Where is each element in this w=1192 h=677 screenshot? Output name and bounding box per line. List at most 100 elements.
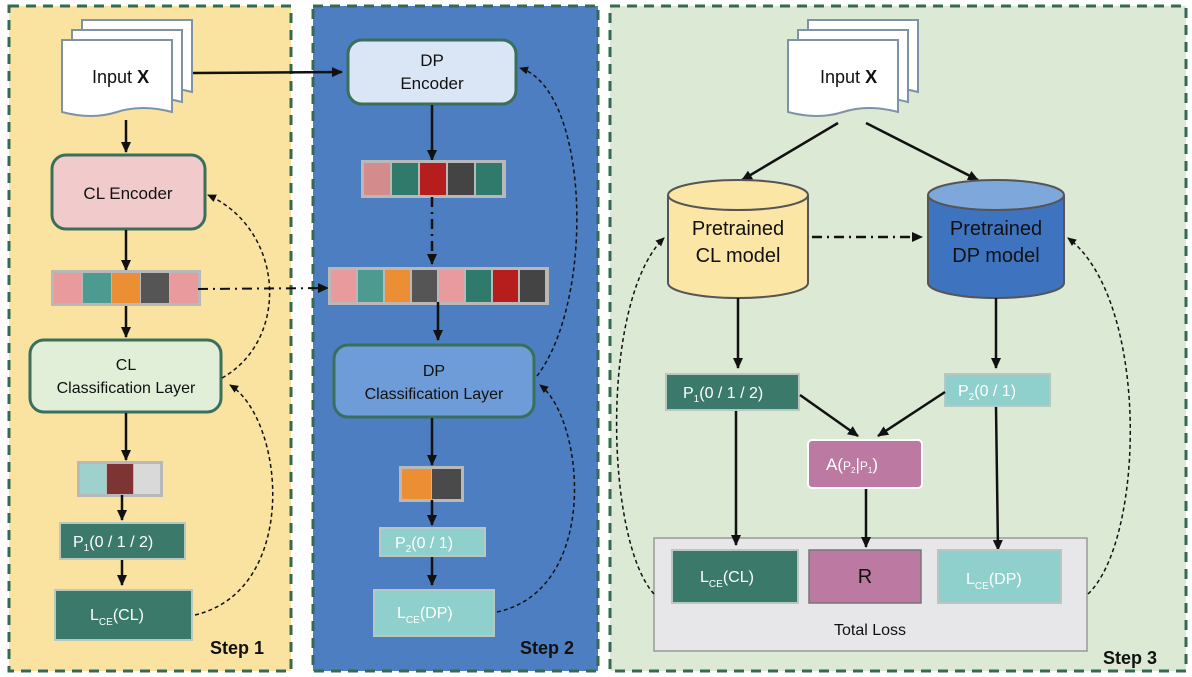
step2-label: Step 2	[520, 638, 574, 658]
step2-loss-l: L	[397, 605, 406, 622]
svg-text:Input X: Input X	[820, 67, 877, 87]
step2-loss-rest: (DP)	[420, 605, 453, 622]
step2-pred-sub: 2	[406, 544, 412, 555]
input-to-dp-encoder-arrow	[192, 67, 343, 78]
pretrained-cl-line2: CL model	[696, 245, 781, 267]
step1-pred-rest: (0 / 1 / 2)	[89, 534, 153, 551]
step1-loss-box	[54, 589, 193, 641]
step1-loss-rest: (CL)	[113, 607, 144, 624]
embedding-cell	[358, 270, 383, 302]
step3-input-var: X	[865, 67, 877, 87]
total-loss-label: Total Loss	[834, 622, 906, 639]
svg-text:LCE(DP): LCE(DP)	[966, 571, 1022, 592]
embedding-cell	[412, 270, 437, 302]
step1-feedback-arrow-encoder	[207, 194, 271, 379]
cl-encoder-label: CL Encoder	[83, 184, 172, 203]
step2-pred-rest: (0 / 1)	[411, 535, 453, 552]
step3-loss-dp-box	[937, 549, 1062, 604]
step3-p2-sub: 2	[969, 392, 975, 403]
step2-loss-box	[373, 589, 495, 637]
step1-pred-sub: 1	[84, 543, 90, 554]
dp-classification-layer-node	[332, 343, 536, 419]
step3-label: Step 3	[1103, 648, 1157, 668]
embedding-cell	[392, 163, 418, 195]
svg-text:P2(0 / 1): P2(0 / 1)	[395, 535, 453, 555]
agree-a: A(	[826, 455, 843, 474]
step3-p2-rest: (0 / 1)	[974, 383, 1016, 400]
step1-input-var: X	[137, 67, 149, 87]
cl-encoder-node	[50, 153, 207, 231]
svg-text:LCE(CL): LCE(CL)	[700, 569, 754, 590]
embedding-cell	[476, 163, 502, 195]
svg-text:A(P2|P1): A(P2|P1)	[826, 455, 878, 475]
step3-loss-cl-sub: CE	[709, 579, 723, 590]
step2-prediction-box	[379, 527, 486, 557]
embedding-cell	[112, 273, 140, 303]
step1-output-vector	[77, 461, 163, 497]
embedding-cell	[83, 273, 111, 303]
step3-loss-dp-sub: CE	[975, 581, 989, 592]
agreement-box	[807, 439, 923, 489]
cl-classification-line1: CL	[116, 357, 137, 374]
svg-text:LCE(CL): LCE(CL)	[90, 607, 144, 628]
step1-label: Step 1	[210, 638, 264, 658]
embedding-cell	[170, 273, 198, 303]
embedding-cell	[134, 464, 160, 494]
agree-sub1: 1	[868, 466, 873, 475]
svg-text:LCE(DP): LCE(DP)	[397, 605, 453, 626]
step1-input-label: Input	[92, 67, 132, 87]
embedding-cell	[80, 464, 106, 494]
step1-prediction-box	[59, 522, 186, 560]
embedding-cell	[432, 469, 461, 499]
agree-bar: |	[855, 455, 859, 474]
agree-p2: P	[843, 459, 851, 473]
step3-p2-p: P	[958, 383, 969, 400]
embedding-cell	[448, 163, 474, 195]
step3-input-label: Input	[820, 67, 860, 87]
step3-p1-box	[665, 373, 800, 411]
dp-classification-line2: Classification Layer	[365, 386, 504, 403]
step3-loss-cl-box	[671, 549, 799, 604]
step3-loss-dp-rest: (DP)	[989, 571, 1022, 588]
step2-pred-p: P	[395, 535, 406, 552]
embedding-cell	[493, 270, 518, 302]
embedding-cell	[364, 163, 390, 195]
pretrained-cl-model-cylinder	[667, 179, 809, 299]
svg-text:P1(0 / 1 / 2): P1(0 / 1 / 2)	[73, 534, 153, 554]
step1-input-document: Input X	[61, 19, 193, 117]
embedding-cell	[331, 270, 356, 302]
step1-feedback-arrow	[194, 384, 274, 616]
embedding-cell	[385, 270, 410, 302]
embedding-cell	[466, 270, 491, 302]
r-box	[808, 549, 922, 604]
dp-encoder-node	[346, 38, 518, 106]
step3-feedback-arrow-dp	[1067, 237, 1132, 595]
embedding-cell	[439, 270, 464, 302]
step3-loss-cl-rest: (CL)	[723, 569, 754, 586]
step2-feedback-arrow-encoder	[519, 66, 578, 377]
embedding-cell	[54, 273, 82, 303]
embedding-cell	[107, 464, 133, 494]
pretrained-dp-model-cylinder	[927, 179, 1065, 299]
embedding-cell	[141, 273, 169, 303]
step1-cl-embedding	[51, 270, 201, 306]
step3-p1-rest: (0 / 1 / 2)	[699, 385, 763, 402]
step2-panel	[311, 4, 600, 673]
step1-pred-p: P	[73, 534, 84, 551]
dp-classification-line1: DP	[423, 363, 445, 380]
step1-loss-l: L	[90, 607, 99, 624]
step3-loss-cl-l: L	[700, 569, 709, 586]
step3-feedback-arrow-cl	[615, 237, 665, 595]
dp-encoder-line1: DP	[420, 51, 444, 70]
pretrained-dp-line1: Pretrained	[950, 218, 1042, 240]
cl-classification-line2: Classification Layer	[57, 380, 196, 397]
svg-text:P2(0 / 1): P2(0 / 1)	[958, 383, 1016, 403]
embedding-cell	[402, 469, 431, 499]
step3-input-document: Input X	[787, 19, 919, 117]
pretrained-dp-line2: DP model	[952, 245, 1039, 267]
step2-loss-sub: CE	[406, 615, 420, 626]
svg-text:Input X: Input X	[92, 67, 149, 87]
pretrained-cl-line1: Pretrained	[692, 218, 784, 240]
agree-sub2: 2	[851, 466, 856, 475]
